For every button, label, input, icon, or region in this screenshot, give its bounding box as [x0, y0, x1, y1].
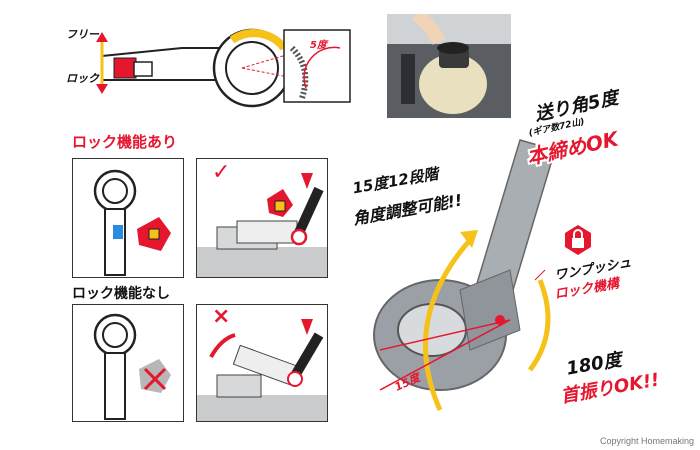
lock-icon [563, 225, 593, 255]
angle-5-label: 5度 [310, 40, 327, 51]
without-lock-title: ロック機能なし [72, 286, 170, 302]
free-label: フリー [66, 28, 99, 41]
wrench-illustration [360, 120, 660, 420]
lock-label: ロック [66, 72, 99, 85]
bolt-locked-icon [197, 173, 327, 277]
engine-photo-drawing [387, 14, 511, 118]
with-lock-panel-right [196, 158, 328, 278]
ratchet-diagram [62, 18, 352, 118]
wrench-illustration-drawing [373, 139, 556, 412]
engine-photo [387, 14, 511, 118]
bolt-unlocked-icon [197, 319, 327, 421]
without-lock-panel-right [196, 304, 328, 422]
without-lock-panel-left [72, 304, 184, 422]
cross-mark: × [212, 304, 231, 329]
with-lock-title: ロック機能あり [72, 133, 178, 151]
wrench-locked-icon [93, 169, 171, 276]
ratchet-diagram-drawing [96, 28, 351, 108]
check-mark: ✓ [212, 160, 231, 185]
with-lock-panel-left [72, 158, 184, 278]
wrench-unlocked-icon [93, 313, 171, 420]
copyright-text: Copyright Homemaking [599, 436, 694, 446]
